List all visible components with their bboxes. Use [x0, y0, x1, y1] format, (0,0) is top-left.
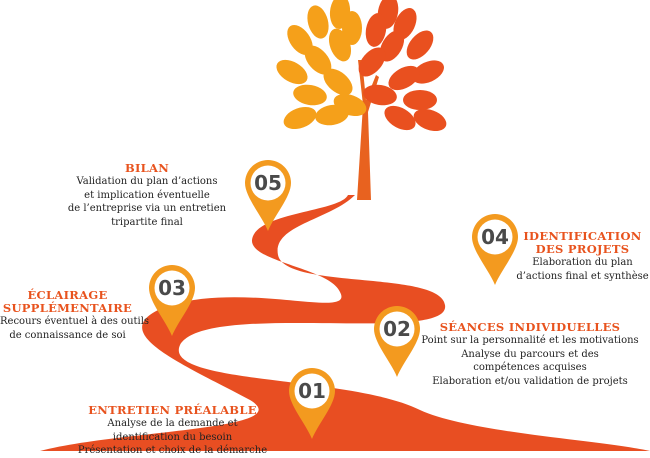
tree-icon	[276, 0, 447, 200]
step-markers: 01 02 03 04 05	[149, 160, 518, 439]
leaf	[403, 90, 437, 110]
leaf	[323, 68, 353, 96]
step-title: SUPPLÉMENTAIRE	[2, 301, 133, 315]
leaf	[413, 108, 447, 132]
leaf	[287, 24, 313, 56]
leaf	[384, 105, 416, 131]
leaf	[333, 93, 367, 117]
leaf	[363, 84, 397, 106]
pin-face	[379, 311, 415, 347]
step-title: IDENTIFICATION	[523, 229, 642, 243]
pin-face	[477, 219, 513, 255]
step-description-line: Analyse du parcours et des	[461, 348, 599, 360]
step-description-line: tripartite final	[111, 216, 183, 228]
pin-face	[294, 373, 330, 409]
winding-road	[40, 195, 650, 451]
step-description-line: et implication éventuelle	[84, 189, 210, 201]
step-description-line: Validation du plan d’actions	[76, 176, 218, 187]
leaf	[307, 5, 329, 39]
step-title: SÉANCES INDIVIDUELLES	[439, 320, 621, 334]
step-pin-01: 01	[289, 368, 335, 439]
step-description-line: Elaboration du plan	[532, 257, 633, 268]
leaf	[283, 106, 317, 130]
step-number: 02	[383, 317, 411, 341]
step-description-line: Recours éventuel à des outils	[0, 316, 150, 327]
tree-trunk	[357, 60, 379, 200]
leaf	[293, 84, 327, 106]
step-pin-04: 04	[472, 214, 518, 285]
pin-face	[154, 270, 190, 306]
step-pin-02: 02	[374, 306, 420, 377]
step-description-line: de connaissance de soi	[9, 329, 126, 341]
step-description-line: Point sur la personnalité et les motivat…	[421, 335, 639, 346]
step-pin-03: 03	[149, 265, 195, 336]
step-title: BILAN	[124, 161, 170, 175]
leaf	[276, 59, 308, 85]
step-description-line: de l’entreprise via un entretien	[67, 203, 227, 214]
leaf	[412, 60, 444, 84]
step-description-line: Analyse de la demande et	[107, 418, 238, 429]
step-pin-05: 05	[245, 160, 291, 231]
pin-face	[250, 165, 286, 201]
step-title: ENTRETIEN PRÉALABLE	[88, 403, 257, 417]
step-number: 01	[298, 379, 326, 403]
step-description-line: identification du besoin	[112, 431, 233, 443]
leaf	[304, 45, 332, 75]
leaf	[388, 65, 420, 91]
step-description-line: compétences acquises	[473, 362, 587, 373]
step-number: 05	[254, 171, 282, 195]
step-title: ÉCLAIRAGE	[27, 288, 108, 302]
leaf	[379, 30, 405, 62]
step-description-line: d’actions final et synthèse	[516, 270, 649, 282]
step-number: 04	[481, 225, 509, 249]
step-number: 03	[158, 276, 186, 300]
tree-leaves	[276, 0, 447, 132]
step-title: DES PROJETS	[535, 242, 630, 256]
leaf	[342, 11, 362, 45]
leaf	[365, 13, 387, 47]
step-description-line: Elaboration et/ou validation de projets	[432, 375, 628, 387]
leaf	[358, 47, 386, 77]
leaf	[406, 30, 434, 60]
